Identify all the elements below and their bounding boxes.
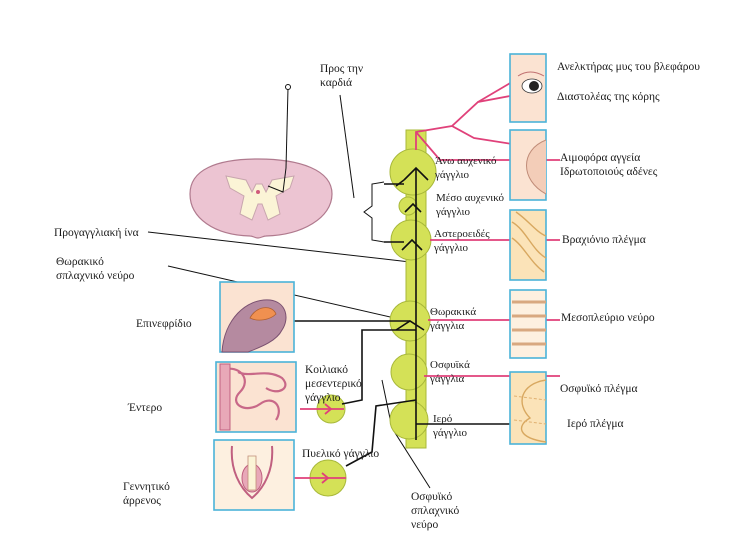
preganglionic-fiber-label: Προγαγγλιακή ίνα xyxy=(54,227,139,239)
sweat-glands-label: Ιδρωτοποιούς αδένες xyxy=(560,166,658,178)
sacral-plexus-label: Ιερό πλέγμα xyxy=(567,418,624,430)
genital-panel xyxy=(213,439,295,511)
blood-vessels-label: Αιμοφόρα αγγεία xyxy=(560,152,641,164)
lumbar-panel xyxy=(509,371,547,445)
sacral-ganglion xyxy=(389,400,429,440)
eyelid-muscle-label: Ανελκτήρας μυς του βλεφάρου xyxy=(557,61,700,73)
middle-cervical-ganglion xyxy=(398,196,418,216)
heart-bracket xyxy=(363,181,385,243)
intercostal-nerve-label: Μεσοπλεύριο νεύρο xyxy=(561,312,655,324)
intercostal-panel xyxy=(509,289,547,359)
intestine-label: Έντερο xyxy=(128,402,163,414)
pelvic-ganglion-label: Πυελικό γάγγλιο xyxy=(302,448,380,460)
lumbar-ganglion xyxy=(390,353,428,391)
adrenal-panel xyxy=(219,281,295,353)
spinal-cord-cross-section xyxy=(189,158,333,239)
face-skin-panel xyxy=(509,129,547,201)
intestine-panel xyxy=(215,361,297,433)
pupil-dilator-label: Διαστολέας της κόρης xyxy=(557,91,660,103)
eye-panel xyxy=(509,53,547,123)
brachial-panel xyxy=(509,209,547,281)
adrenal-label: Επινεφρίδιο xyxy=(136,318,192,330)
lumbar-plexus-label: Οσφυϊκό πλέγμα xyxy=(560,383,638,395)
brachial-plexus-label: Βραχιόνιο πλέγμα xyxy=(562,234,646,246)
